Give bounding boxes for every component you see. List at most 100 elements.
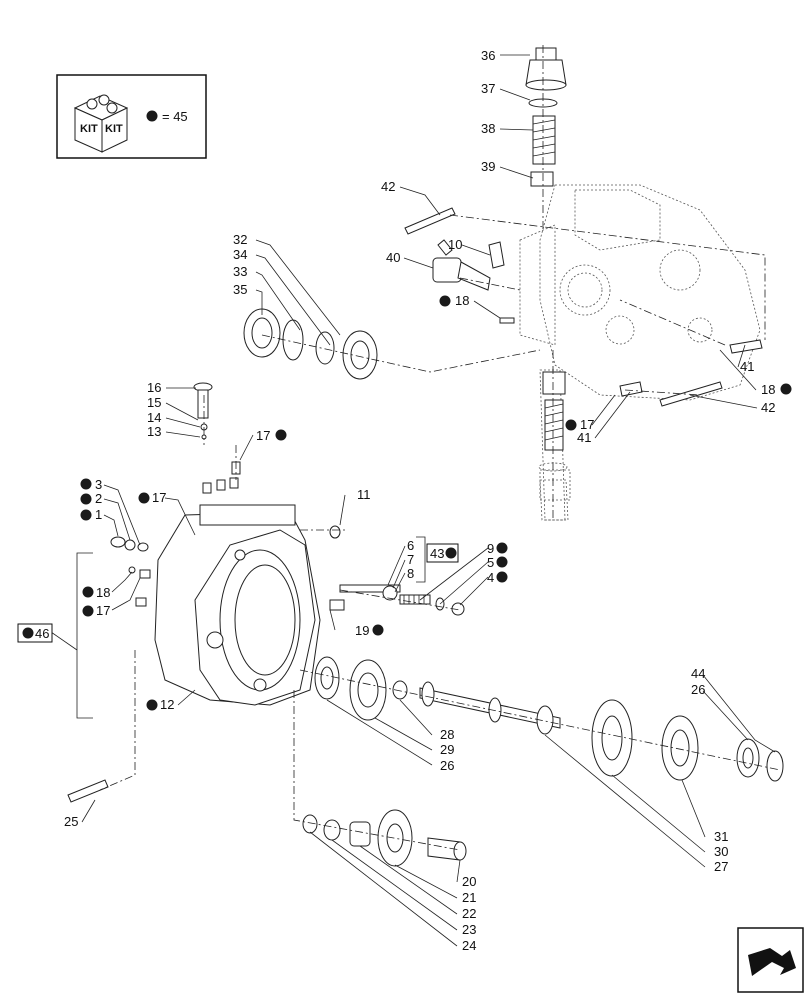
callout-44: 44 (691, 666, 705, 681)
callout-35: 35 (233, 282, 247, 297)
solenoid-40 (432, 239, 491, 291)
ring-28 (392, 680, 408, 700)
bearing-26-right (736, 738, 760, 778)
callout-19: 19 (355, 623, 369, 638)
plug-17-b (216, 479, 226, 491)
kit-dot-icon (146, 110, 158, 122)
dot-icon (82, 586, 94, 598)
callout-5: 5 (487, 555, 494, 570)
callout-14: 14 (147, 410, 161, 425)
callout-labels: 36 37 38 39 42 10 40 18 32 34 33 35 41 1… (17, 48, 792, 953)
dot-icon (439, 295, 451, 307)
callout-38: 38 (481, 121, 495, 136)
fittings-1-3 (110, 536, 149, 552)
bolt-42-upper (404, 207, 456, 235)
dot-icon (496, 542, 508, 554)
callout-39: 39 (481, 159, 495, 174)
dot-icon (372, 624, 384, 636)
next-page-arrow-icon[interactable] (737, 927, 804, 993)
dot-icon (22, 627, 34, 639)
valve-spool-6-8 (339, 584, 401, 601)
callout-21: 21 (462, 890, 476, 905)
kit-label-left: KIT (80, 123, 98, 135)
plug-17-a (202, 482, 212, 494)
upper-housing-ghost (519, 184, 761, 521)
spring-9 (399, 594, 431, 605)
callout-12: 12 (160, 697, 174, 712)
callout-40: 40 (386, 250, 400, 265)
gear-21 (377, 809, 413, 867)
leader-lines (81, 54, 776, 947)
bracket-46 (50, 552, 93, 719)
callout-32: 32 (233, 232, 247, 247)
bracket-6-8 (416, 536, 426, 583)
callout-18-right: 18 (761, 382, 775, 397)
callout-18-left: 18 (96, 585, 110, 600)
callout-23: 23 (462, 922, 476, 937)
callout-30: 30 (714, 844, 728, 859)
gear-30 (591, 699, 633, 777)
callout-26-right: 26 (691, 682, 705, 697)
transmission-housing (154, 504, 321, 706)
callout-34: 34 (233, 247, 247, 262)
dot-icon (275, 429, 287, 441)
callout-16: 16 (147, 380, 161, 395)
gear-29 (349, 659, 387, 721)
callout-17-right: 17 (580, 417, 594, 432)
ring-24 (302, 814, 318, 834)
fitting-11 (329, 525, 341, 539)
screw-18-upper (499, 317, 515, 324)
dot-icon (80, 509, 92, 521)
callout-22: 22 (462, 906, 476, 921)
kit-label-right: KIT (105, 123, 123, 135)
dot-icon (80, 478, 92, 490)
bearing-26-left (314, 656, 340, 700)
callout-29: 29 (440, 742, 454, 757)
dot-icon (80, 493, 92, 505)
callout-31: 31 (714, 829, 728, 844)
plug-left-lower (135, 597, 147, 607)
dot-icon (496, 571, 508, 583)
plug-16 (193, 382, 213, 419)
snap-ring-44 (766, 750, 784, 782)
pin-20 (427, 837, 467, 861)
washer-23 (323, 819, 341, 841)
callout-17-left: 17 (96, 603, 110, 618)
callout-24: 24 (462, 938, 476, 953)
callout-26-left: 26 (440, 758, 454, 773)
callout-2: 2 (95, 491, 102, 506)
callout-8: 8 (407, 566, 414, 581)
callout-42-lower: 42 (761, 400, 775, 415)
spring-38 (532, 115, 556, 165)
bolt-25 (67, 779, 109, 803)
plug-19 (329, 599, 345, 611)
dot-icon (565, 419, 577, 431)
callout-18-upper: 18 (455, 293, 469, 308)
kit-legend: KIT KIT = 45 (56, 74, 207, 159)
callout-17-top: 17 (256, 428, 270, 443)
callout-27: 27 (714, 859, 728, 874)
bearing-group-32-35 (243, 308, 378, 380)
dot-icon (138, 492, 150, 504)
kit-legend-value: = 45 (162, 109, 188, 124)
callout-25: 25 (64, 814, 78, 829)
kit-box-icon: KIT KIT (73, 94, 129, 153)
dot-icon (445, 547, 457, 559)
callout-7: 7 (407, 552, 414, 567)
callout-20: 20 (462, 874, 476, 889)
needle-bearing-22 (349, 821, 371, 847)
callout-41-lower: 41 (577, 430, 591, 445)
callout-28: 28 (440, 727, 454, 742)
valve-cap-36 (525, 47, 567, 91)
callout-13: 13 (147, 424, 161, 439)
dot-icon (496, 556, 508, 568)
callout-17-mid: 17 (152, 490, 166, 505)
bolt-41-upper (729, 339, 763, 354)
callout-36: 36 (481, 48, 495, 63)
main-shaft-27 (419, 681, 561, 735)
callout-46: 46 (35, 626, 49, 641)
callout-43: 43 (430, 546, 444, 561)
fitting-10 (488, 241, 505, 269)
callout-11: 11 (357, 487, 371, 502)
